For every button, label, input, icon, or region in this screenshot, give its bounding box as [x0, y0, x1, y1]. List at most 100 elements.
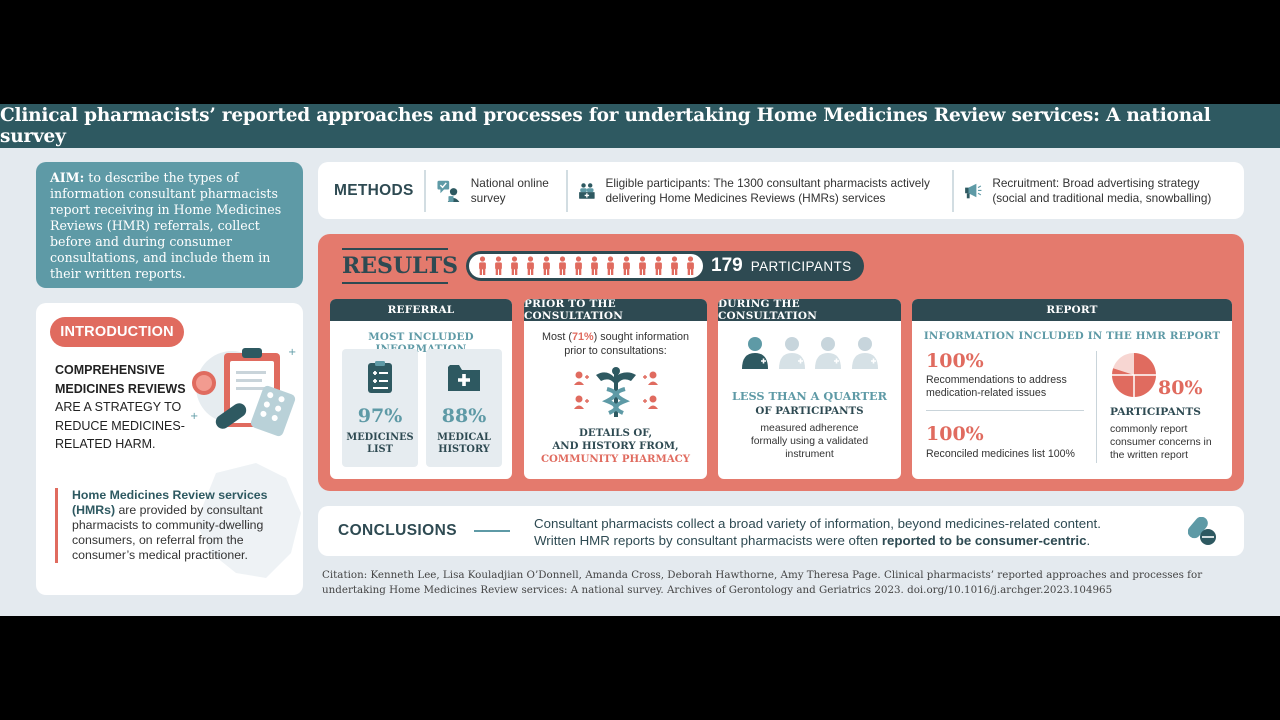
- during-heading: DURING THE CONSULTATION: [718, 299, 901, 322]
- pharmacists-icon: [578, 182, 595, 199]
- introduction-badge: INTRODUCTION: [50, 317, 184, 347]
- divider: [565, 169, 568, 212]
- methods-label: METHODS: [334, 181, 414, 199]
- conclusions-bar: CONCLUSIONS Consultant pharmacists colle…: [318, 506, 1244, 556]
- divider: [474, 530, 510, 532]
- methods-bar: METHODS National online survey Eligible …: [318, 162, 1244, 219]
- prior-details-line3: COMMUNITY PHARMACY: [540, 453, 691, 465]
- person-icon: [851, 337, 878, 369]
- report-card: REPORT INFORMATION INCLUDED IN THE HMR R…: [912, 299, 1232, 479]
- consumer-participants-label: PARTICIPANTS: [1110, 406, 1201, 418]
- aim-label: AIM:: [50, 170, 85, 185]
- person-icon: [815, 337, 842, 369]
- participants-count: 179 PARTICIPANTS: [711, 251, 852, 281]
- report-subheading: INFORMATION INCLUDED IN THE HMR REPORT: [923, 330, 1221, 342]
- person-icon: [686, 256, 694, 275]
- method-item-participants: Eligible participants: The 1300 consulta…: [568, 175, 953, 207]
- divider: [926, 410, 1084, 411]
- report-stat2-text: Reconciled medicines list 100%: [926, 448, 1075, 460]
- person-icon: [494, 256, 502, 275]
- prior-text-before: Most (: [541, 331, 572, 343]
- during-consultation-card: DURING THE CONSULTATION LESS THAN A QUAR…: [718, 299, 901, 479]
- hmr-definition: Home Medicines Review services (HMRs) ar…: [55, 488, 287, 563]
- person-icon: [558, 256, 566, 275]
- participant-icons: [469, 254, 703, 278]
- page-title: Clinical pharmacists’ reported approache…: [0, 105, 1211, 147]
- svg-text:+: +: [190, 411, 198, 422]
- conclusions-line2: Written HMR reports by consultant pharma…: [534, 532, 1174, 549]
- introduction-text: COMPREHENSIVE MEDICINES REVIEWS ARE A ST…: [55, 361, 195, 454]
- adherence-people-icons: [740, 335, 880, 375]
- method-recruitment-text: Recruitment: Broad advertising strategy …: [992, 175, 1212, 205]
- pills-icon: [1188, 517, 1216, 545]
- conclusions-line2-bold: reported to be consumer-centric: [881, 533, 1087, 548]
- consumer-text: commonly report consumer concerns in the…: [1110, 424, 1212, 461]
- person-icon: [526, 256, 534, 275]
- hmr-definition-rest: are provided by consultant pharmacists t…: [72, 503, 264, 562]
- megaphone-icon: [965, 183, 982, 198]
- person-icon: [778, 337, 805, 369]
- method-survey-text: National online survey: [470, 175, 549, 205]
- medical-history-label: MEDICAL HISTORY: [437, 432, 491, 455]
- aim-box: AIM: to describe the types of informatio…: [36, 162, 303, 288]
- during-bold2: OF PARTICIPANTS: [755, 405, 864, 417]
- conclusions-line2-plain: Written HMR reports by consultant pharma…: [534, 533, 882, 548]
- person-highlighted-icon: [742, 337, 768, 369]
- prior-details-line2: AND HISTORY FROM,: [552, 440, 679, 452]
- conclusions-line2-end: .: [1086, 533, 1091, 548]
- citation: Citation: Kenneth Lee, Lisa Kouladjian O…: [322, 569, 1203, 596]
- survey-icon: [437, 180, 460, 202]
- method-item-recruitment: Recruitment: Broad advertising strategy …: [954, 176, 1244, 206]
- title-bar: Clinical pharmacists’ reported approache…: [0, 104, 1280, 148]
- report-stat1-pct: 100%: [926, 350, 984, 372]
- person-icon: [574, 256, 582, 275]
- prior-text-after: ) sought information prior to consultati…: [564, 331, 690, 357]
- medicines-list-label: MEDICINES LIST: [346, 432, 414, 455]
- medicines-list-icon: [368, 361, 392, 393]
- introduction-panel: INTRODUCTION + + COMPREHENSIVE MEDICINES…: [36, 303, 303, 595]
- consumer-concerns-pie: [1112, 353, 1156, 397]
- participants-bar: 179 PARTICIPANTS: [466, 251, 864, 281]
- during-text: measured adherence formally using a vali…: [750, 423, 869, 460]
- conclusions-text: Consultant pharmacists collect a broad v…: [534, 515, 1174, 549]
- medical-history-pct: 88%: [441, 405, 487, 427]
- referral-heading: REFERRAL: [330, 299, 512, 321]
- method-item-survey: National online survey: [426, 174, 566, 208]
- report-stat2-pct: 100%: [926, 423, 984, 445]
- caduceus-icon: [574, 367, 658, 417]
- intro-rest: ARE A STRATEGY TO REDUCE MEDICINES-RELAT…: [55, 400, 185, 451]
- australia-map-icon: [196, 463, 301, 578]
- person-icon: [606, 256, 614, 275]
- prior-pct: 71%: [571, 331, 594, 343]
- person-icon: [590, 256, 598, 275]
- participants-number: 179: [711, 255, 743, 276]
- prior-heading: PRIOR TO THE CONSULTATION: [524, 299, 707, 322]
- results-label: RESULTS: [342, 248, 458, 284]
- medical-history-tile: 88% MEDICAL HISTORY: [426, 349, 502, 467]
- person-icon: [638, 256, 646, 275]
- medicines-list-tile: 97% MEDICINES LIST: [342, 349, 418, 467]
- intro-bold: COMPREHENSIVE MEDICINES REVIEWS: [55, 363, 186, 396]
- participants-label: PARTICIPANTS: [750, 258, 852, 274]
- svg-text:+: +: [288, 347, 296, 358]
- prior-consultation-card: PRIOR TO THE CONSULTATION Most (71%) sou…: [524, 299, 707, 479]
- person-icon: [478, 256, 486, 275]
- aim-text: to describe the types of information con…: [50, 170, 282, 281]
- divider: [952, 169, 955, 212]
- report-stat1-text: Recommendations to address medication-re…: [926, 374, 1067, 399]
- person-icon: [670, 256, 678, 275]
- clipboard-medicines-icon: + +: [190, 347, 296, 437]
- prior-details: DETAILS OF, AND HISTORY FROM, COMMUNITY …: [524, 427, 707, 466]
- divider: [423, 169, 426, 212]
- prior-details-line1: DETAILS OF,: [579, 427, 652, 439]
- person-icon: [622, 256, 630, 275]
- during-bold1: LESS THAN A QUARTER: [731, 389, 888, 403]
- person-icon: [510, 256, 518, 275]
- conclusions-label: CONCLUSIONS: [338, 522, 457, 539]
- hmr-definition-bold: Home Medicines Review services (HMRs): [72, 488, 268, 517]
- divider: [1096, 351, 1097, 463]
- person-icon: [654, 256, 662, 275]
- results-panel: RESULTS 179 PARTICIPANTS REFERRAL MOST I…: [318, 234, 1244, 491]
- medicines-list-pct: 97%: [357, 405, 403, 427]
- method-participants-text: Eligible participants: The 1300 consulta…: [605, 175, 930, 205]
